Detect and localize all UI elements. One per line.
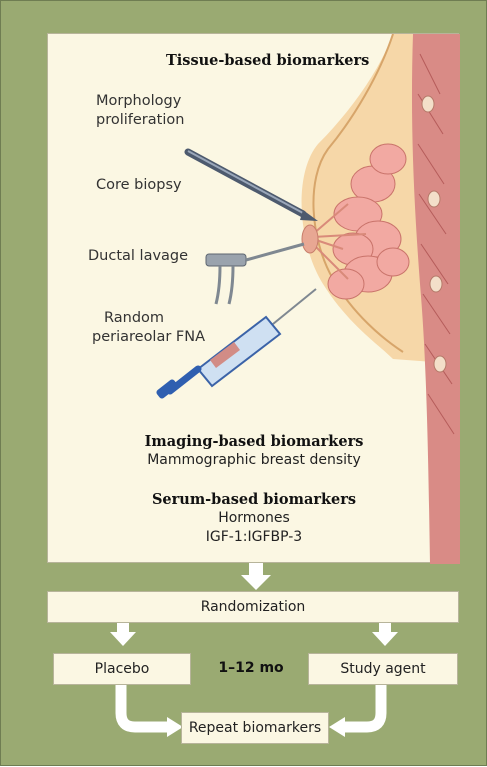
duration-label: 1–12 mo: [206, 660, 296, 676]
repeat-biomarkers-box: Repeat biomarkers: [181, 712, 329, 744]
randomization-box: Randomization: [47, 591, 459, 623]
study-agent-box: Study agent: [308, 653, 458, 685]
placebo-box: Placebo: [53, 653, 191, 685]
